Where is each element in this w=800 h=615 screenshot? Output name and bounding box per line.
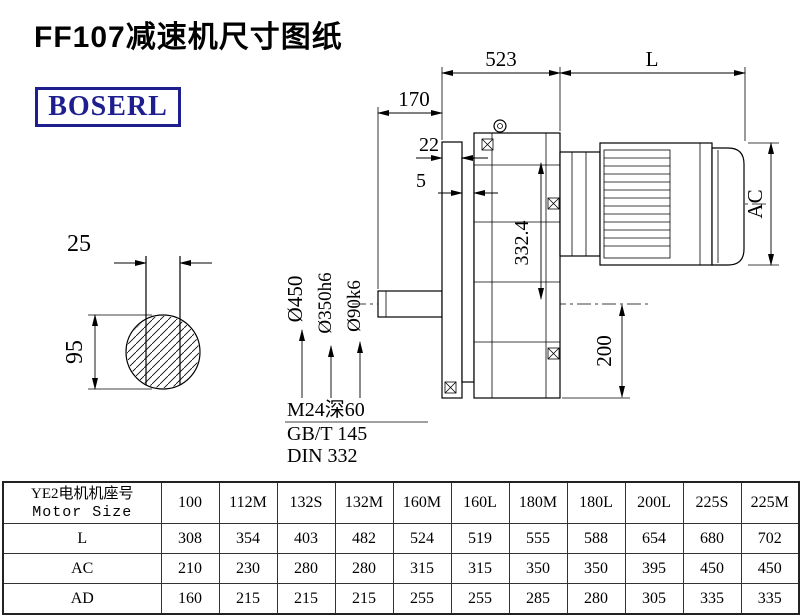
motor-adapter: [559, 151, 601, 257]
header-en: Motor Size: [32, 503, 133, 521]
svg-text:523: 523: [485, 47, 517, 71]
note-din: DIN 332: [287, 445, 358, 467]
thread-notes: M24深60 GB/T 145 DIN 332: [285, 398, 428, 467]
motor: [599, 142, 745, 266]
cell: 215: [218, 583, 278, 615]
dim-200: 200: [562, 304, 630, 399]
brand-logo-text: BOSERL: [48, 91, 168, 122]
cell: 702: [740, 523, 800, 554]
column-header: 225S: [682, 481, 742, 524]
svg-text:200: 200: [592, 335, 616, 367]
cell: 308: [160, 523, 220, 554]
output-shaft: [377, 290, 443, 318]
svg-text:L: L: [646, 47, 659, 71]
dim-spigot: Ø350h6: [315, 272, 336, 398]
cell: 230: [218, 553, 278, 584]
cell: 482: [334, 523, 394, 554]
row-label: L: [2, 523, 162, 554]
cell: 350: [566, 553, 626, 584]
dim-flange-od: Ø450: [283, 276, 307, 398]
cell: 519: [450, 523, 510, 554]
cell: 215: [276, 583, 336, 615]
cell: 210: [160, 553, 220, 584]
cell: 285: [508, 583, 568, 615]
output-flange: [441, 141, 475, 399]
note-m24: M24深60: [287, 398, 365, 421]
cell: 305: [624, 583, 684, 615]
column-header: 180M: [508, 481, 568, 524]
cell: 280: [566, 583, 626, 615]
dim-AC: AC: [743, 142, 779, 266]
column-header: 132M: [334, 481, 394, 524]
table-row: AC 210 230 280 280 315 315 350 350 395 4…: [2, 553, 800, 584]
svg-text:Ø90k6: Ø90k6: [344, 280, 365, 332]
cell: 450: [682, 553, 742, 584]
cell: 588: [566, 523, 626, 554]
cell: 335: [740, 583, 800, 615]
cell: 555: [508, 523, 568, 554]
svg-text:5: 5: [416, 170, 426, 192]
gearbox-side-view: 523 L 170 22 5 AC: [283, 47, 779, 467]
column-header: 100: [160, 481, 220, 524]
cell: 350: [508, 553, 568, 584]
eyebolt-icon: [493, 119, 507, 133]
page-title: FF107减速机尺寸图纸: [34, 21, 343, 54]
note-gbt: GB/T 145: [287, 423, 367, 445]
row-label: AD: [2, 583, 162, 615]
svg-text:AC: AC: [743, 189, 767, 218]
cell: 450: [740, 553, 800, 584]
dim-shaft-height: 95: [62, 340, 88, 364]
column-header: 180L: [566, 481, 626, 524]
cell: 395: [624, 553, 684, 584]
column-header: 200L: [624, 481, 684, 524]
motor-fins: [604, 157, 670, 247]
cell: 280: [276, 553, 336, 584]
dim-5: 5: [416, 170, 498, 196]
svg-text:Ø450: Ø450: [283, 276, 307, 323]
cell: 315: [450, 553, 510, 584]
table-row: L 308 354 403 482 524 519 555 588 654 68…: [2, 523, 800, 554]
column-header: 112M: [218, 481, 278, 524]
cell: 654: [624, 523, 684, 554]
dim-L: L: [559, 47, 746, 141]
cell: 524: [392, 523, 452, 554]
svg-text:Ø350h6: Ø350h6: [315, 272, 336, 333]
dim-170: 170: [377, 87, 443, 289]
dim-523: 523: [441, 47, 561, 140]
bolt-symbol: [444, 138, 560, 394]
fan-cowl: [711, 147, 745, 266]
brand-logo: BOSERL: [35, 87, 181, 127]
column-header: 160L: [450, 481, 510, 524]
cell: 255: [392, 583, 452, 615]
cell: 160: [160, 583, 220, 615]
row-label: AC: [2, 553, 162, 584]
dim-shaft-d: Ø90k6: [344, 280, 365, 398]
header-cn: YE2电机机座号: [31, 485, 134, 502]
shaft-end-view: 25 95: [62, 231, 212, 390]
cell: 315: [392, 553, 452, 584]
cell: 280: [334, 553, 394, 584]
column-header: 160M: [392, 481, 452, 524]
table-header-row: YE2电机机座号 Motor Size 100 112M 132S 132M 1…: [2, 481, 800, 524]
dim-22: 22: [416, 134, 488, 161]
motor-size-header: YE2电机机座号 Motor Size: [2, 481, 162, 524]
cell: 255: [450, 583, 510, 615]
table-row: AD 160 215 215 215 255 255 285 280 305 3…: [2, 583, 800, 615]
cell: 354: [218, 523, 278, 554]
dim-key-width: 25: [67, 231, 91, 257]
column-header: 132S: [276, 481, 336, 524]
cell: 680: [682, 523, 742, 554]
column-header: 225M: [740, 481, 800, 524]
cell: 335: [682, 583, 742, 615]
svg-text:22: 22: [419, 134, 439, 156]
svg-text:170: 170: [398, 87, 430, 111]
motor-size-table: YE2电机机座号 Motor Size 100 112M 132S 132M 1…: [2, 481, 800, 615]
cell: 403: [276, 523, 336, 554]
dim-332: 332.4: [511, 162, 544, 300]
cell: 215: [334, 583, 394, 615]
dimension-drawing: 25 95: [62, 47, 779, 467]
svg-text:332.4: 332.4: [511, 221, 533, 266]
gear-housing: [444, 119, 561, 399]
